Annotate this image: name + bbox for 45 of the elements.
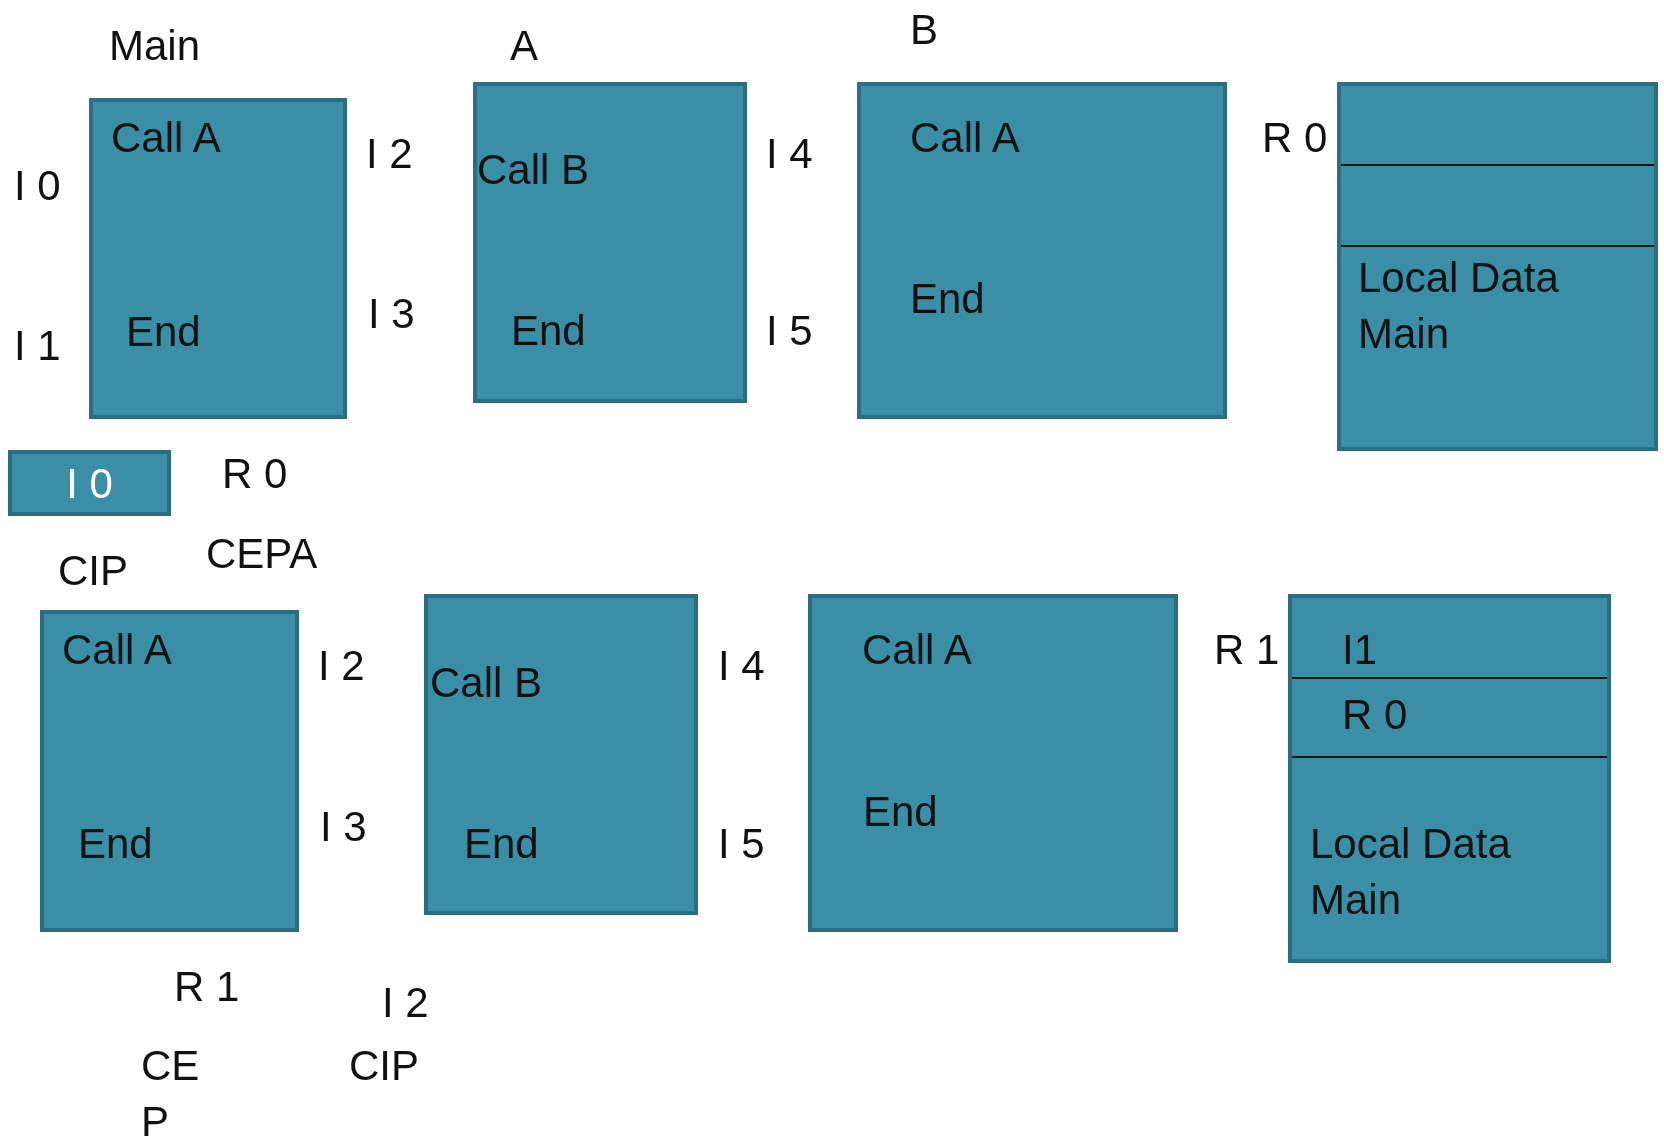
register-label: I 2: [382, 978, 429, 1028]
register-label: I 1: [14, 321, 61, 371]
block-text: End: [511, 306, 586, 356]
register-label: CIP: [349, 1041, 419, 1091]
program-block: [1288, 594, 1611, 963]
block-text: Call B: [430, 658, 543, 708]
register-label: R 0: [1262, 113, 1328, 163]
register-label: R 0: [222, 449, 288, 499]
block-text: Call A: [62, 625, 172, 675]
block-text: I 0: [65, 459, 114, 509]
register-label: CE P: [141, 1041, 201, 1142]
program-block: [1337, 82, 1658, 451]
block-text: Local Data Main: [1310, 819, 1512, 925]
register-label: R 1: [1214, 625, 1280, 675]
block-heading: B: [910, 5, 938, 55]
block-text: End: [910, 274, 985, 324]
register-label: I 3: [368, 289, 415, 339]
program-block: [40, 610, 299, 932]
register-label: I 3: [320, 802, 367, 852]
block-text: Call A: [862, 625, 972, 675]
block-text: R 0: [1342, 690, 1408, 740]
register-box: [8, 450, 171, 516]
program-block: [808, 594, 1178, 932]
register-label: R 1: [174, 962, 240, 1012]
register-label: I 5: [766, 306, 813, 356]
block-text: End: [78, 819, 153, 869]
block-text: I1: [1342, 625, 1378, 675]
register-label: I 2: [318, 641, 365, 691]
register-label: I 4: [766, 129, 813, 179]
block-text: Call A: [111, 113, 221, 163]
register-label: I 2: [366, 129, 413, 179]
register-label: I 4: [718, 641, 765, 691]
block-heading: Main: [109, 21, 201, 71]
block-text: Local Data Main: [1358, 253, 1560, 359]
register-label: I 5: [718, 819, 765, 869]
block-text: Call A: [910, 113, 1020, 163]
block-heading: A: [510, 21, 538, 71]
program-block: [424, 594, 698, 915]
register-label: CEPA: [206, 529, 318, 579]
block-text: Call B: [477, 145, 590, 195]
block-text: End: [464, 819, 539, 869]
register-label: CIP: [58, 546, 128, 596]
block-text: End: [126, 307, 201, 357]
block-text: End: [863, 787, 938, 837]
register-label: I 0: [14, 161, 61, 211]
